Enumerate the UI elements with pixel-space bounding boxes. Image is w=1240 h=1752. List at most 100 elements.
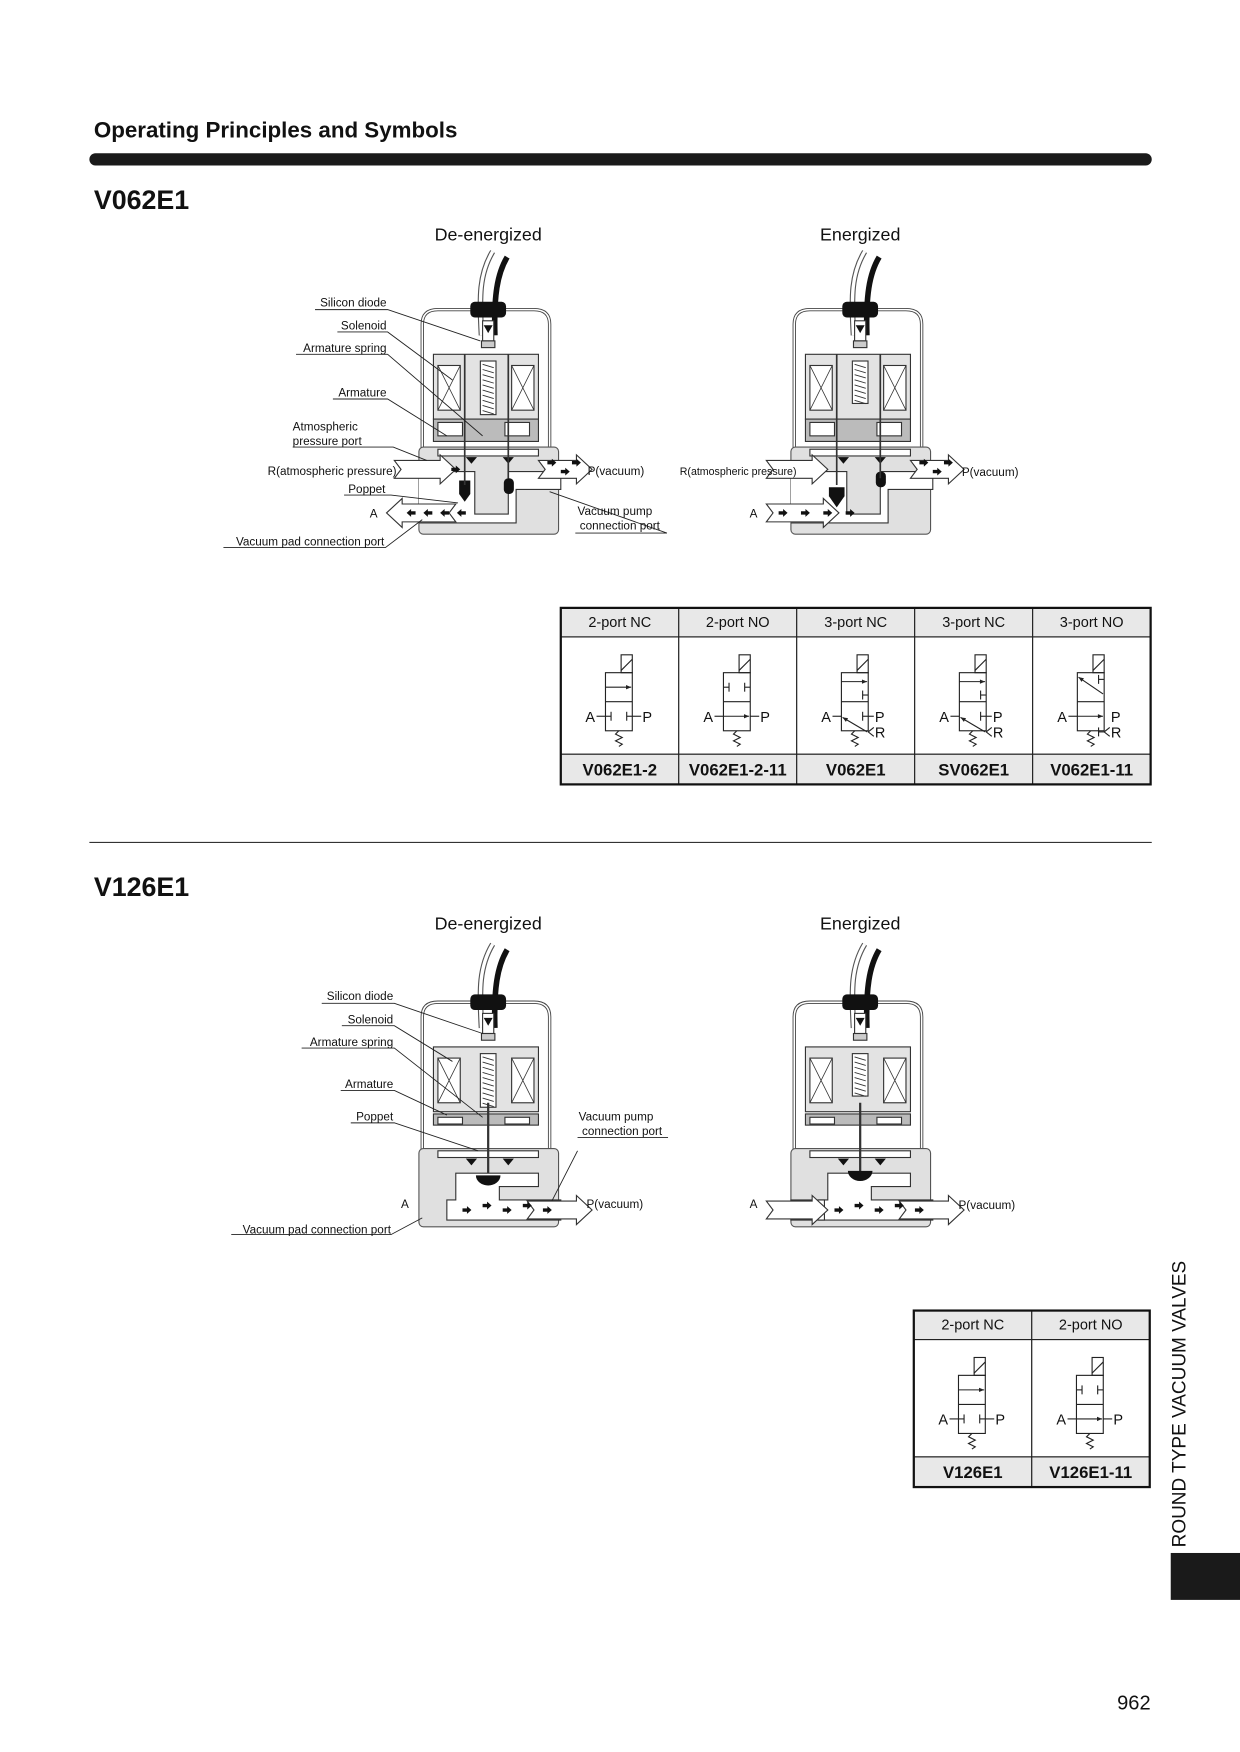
port-label-a: A bbox=[939, 710, 949, 726]
port-arrow bbox=[898, 1194, 965, 1226]
spring-coil bbox=[854, 1082, 866, 1087]
wire bbox=[491, 948, 510, 1029]
flow-arrow bbox=[919, 458, 929, 467]
solenoid-symbol bbox=[856, 654, 869, 674]
spring-coil bbox=[482, 410, 494, 415]
spring-coil bbox=[482, 1097, 494, 1102]
model-number: V126E1-11 bbox=[1049, 1463, 1132, 1482]
label-pump-port-2-2: connection port bbox=[582, 1125, 663, 1138]
coil-winding-x bbox=[809, 365, 833, 411]
model-cell bbox=[913, 1456, 1033, 1488]
flow-arrow bbox=[914, 1206, 924, 1214]
model-cell bbox=[1031, 1456, 1151, 1488]
port-arrow bbox=[385, 497, 457, 529]
label-atm-port-2: pressure port bbox=[293, 435, 363, 448]
port-type-header: 2-port NO bbox=[1059, 1318, 1123, 1334]
wire bbox=[863, 948, 882, 1029]
side-tab-label: ROUND TYPE VACUUM VALVES bbox=[1169, 1261, 1190, 1548]
coil-winding-x bbox=[809, 1057, 833, 1103]
v062e1-callouts bbox=[223, 309, 668, 549]
state-energized: Energized bbox=[820, 224, 900, 244]
spring-coil bbox=[482, 363, 494, 369]
port-type-header: 3-port NC bbox=[942, 615, 1005, 631]
exhaust-port bbox=[867, 726, 875, 737]
port-type-header: 2-port NO bbox=[706, 615, 770, 631]
port-label-a: A bbox=[703, 710, 713, 726]
solenoid-slash bbox=[1092, 658, 1105, 671]
port-label-a: A bbox=[1056, 1413, 1066, 1429]
label-a-port-2: A bbox=[401, 1198, 409, 1211]
flow-arrow bbox=[502, 1206, 512, 1214]
wire-connector bbox=[842, 301, 879, 318]
label-p-port-energized-2: P(vacuum) bbox=[958, 1199, 1015, 1212]
armature bbox=[432, 1113, 540, 1126]
seal bbox=[874, 1158, 886, 1166]
spring-coil bbox=[482, 1077, 494, 1082]
symbol-cell bbox=[913, 1339, 1033, 1458]
diode-cap bbox=[480, 1032, 496, 1041]
label-silicon-diode: Silicon diode bbox=[320, 296, 386, 309]
state-de-energized: De-energized bbox=[435, 224, 542, 244]
armature-seal bbox=[876, 421, 903, 437]
port-label-p: P bbox=[995, 1413, 1005, 1429]
solenoid-symbol bbox=[738, 654, 751, 674]
port-label-a: A bbox=[821, 710, 831, 726]
spring-coil bbox=[854, 1087, 866, 1092]
spring-symbol bbox=[732, 730, 742, 747]
label-a-port-energized-2: A bbox=[750, 1198, 758, 1211]
port-label-p: P bbox=[875, 710, 885, 726]
flow-arrow bbox=[423, 509, 433, 517]
spring-coil bbox=[482, 1087, 494, 1092]
v126e1-callouts bbox=[231, 1002, 669, 1236]
port-type-header: 3-port NC bbox=[824, 615, 887, 631]
diaphragm bbox=[437, 448, 540, 457]
model-number: V062E1-2 bbox=[583, 760, 658, 779]
port-arrow bbox=[526, 1194, 593, 1226]
diode-symbol bbox=[855, 325, 865, 334]
spring-coil bbox=[482, 1092, 494, 1097]
solenoid-symbol bbox=[620, 654, 633, 674]
flow-arrow bbox=[547, 458, 557, 467]
spring-coil bbox=[854, 1066, 866, 1072]
armature bbox=[804, 1113, 912, 1126]
model-number: V062E1-11 bbox=[1050, 760, 1133, 779]
section-title-v062e1: V062E1 bbox=[94, 185, 189, 215]
port-label-p: P bbox=[760, 710, 770, 726]
spring-symbol bbox=[967, 1433, 977, 1450]
spring-coil bbox=[854, 379, 866, 384]
symbol-cell bbox=[1031, 1339, 1151, 1458]
armature-seal bbox=[876, 1116, 903, 1125]
v062e1-de-energized-diagram bbox=[385, 250, 593, 535]
spring-coil bbox=[854, 1061, 866, 1066]
solenoid-slash bbox=[974, 658, 987, 671]
label-pump-port-1: Vacuum pump bbox=[578, 505, 653, 518]
solenoid-slash bbox=[620, 658, 633, 671]
flow-arrowhead bbox=[1097, 714, 1104, 719]
coil-winding-x bbox=[511, 1057, 535, 1103]
armature-seal bbox=[504, 1116, 531, 1125]
model-number: SV062E1 bbox=[938, 760, 1009, 779]
coil-winding-x bbox=[883, 1057, 907, 1103]
port-label-p: P bbox=[1111, 710, 1121, 726]
wire-connector bbox=[470, 301, 507, 318]
flow-arrow bbox=[874, 1206, 884, 1214]
flow-arrowhead bbox=[842, 717, 849, 722]
label-poppet: Poppet bbox=[348, 483, 386, 496]
spring-symbol bbox=[1086, 730, 1096, 747]
page-number: 962 bbox=[1117, 1692, 1151, 1714]
armature-seal bbox=[809, 1116, 836, 1125]
port-label-a: A bbox=[938, 1413, 948, 1429]
spring-coil bbox=[482, 1061, 494, 1066]
spring-symbol bbox=[968, 730, 978, 747]
spring-coil bbox=[854, 374, 866, 379]
v062e1-energized-diagram bbox=[765, 250, 965, 535]
label-armature-spring: Armature spring bbox=[303, 342, 386, 355]
wire bbox=[478, 943, 495, 1029]
flow-arrow bbox=[894, 1201, 904, 1210]
spring-coil bbox=[482, 394, 494, 399]
v126e1-energized-diagram bbox=[765, 942, 965, 1228]
solenoid-symbol bbox=[1092, 654, 1105, 674]
port-arrow bbox=[393, 453, 457, 486]
